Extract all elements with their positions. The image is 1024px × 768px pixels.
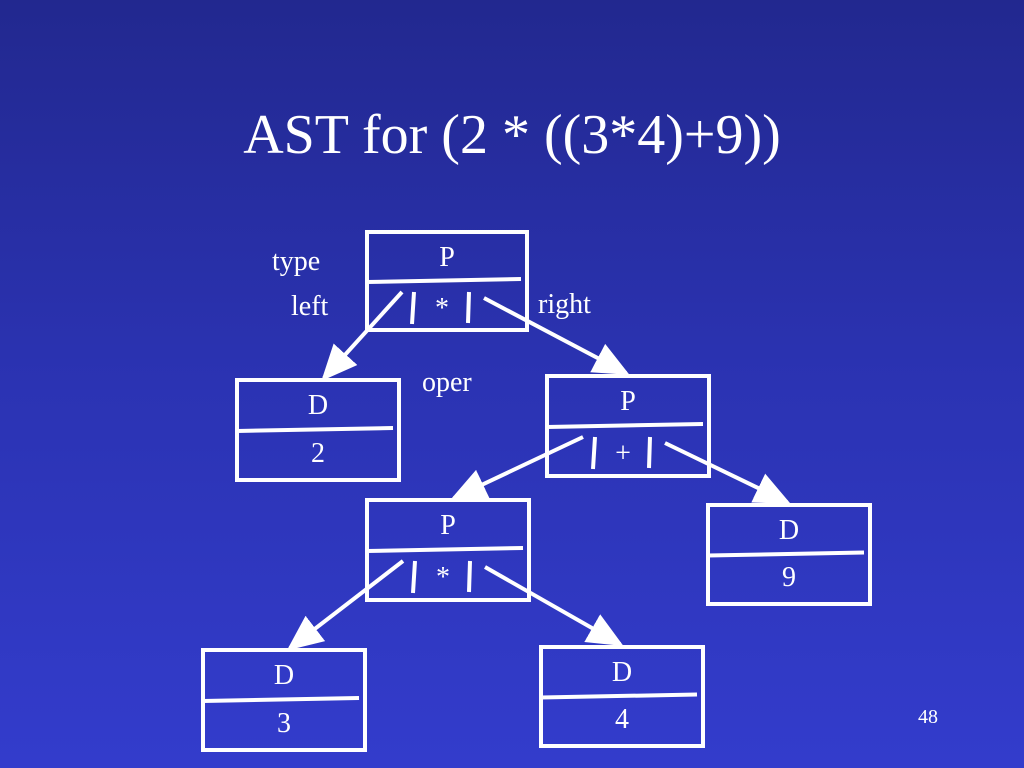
node-divider: [366, 546, 524, 553]
node-value-text: 2: [311, 438, 325, 469]
node-divider: [202, 696, 360, 703]
type-label: type: [272, 246, 321, 277]
node-type-text: P: [439, 242, 455, 273]
ast-node: P+: [545, 374, 711, 478]
ast-node: D3: [201, 648, 367, 752]
node-divider: [366, 277, 522, 284]
slide-title: AST for (2 * ((3*4)+9)): [243, 104, 781, 166]
node-operator-text: *: [436, 562, 450, 593]
ast-node: P*: [365, 230, 529, 332]
node-type-text: P: [620, 386, 636, 417]
node-type-text: D: [612, 657, 632, 688]
ast-node: P*: [365, 498, 531, 602]
node-type-text: P: [440, 510, 456, 541]
field-separator-left: [410, 291, 416, 325]
edge-arrow-left: [286, 559, 405, 651]
node-value-text: 3: [277, 708, 291, 739]
node-type-text: D: [274, 660, 294, 691]
node-value-text: 4: [615, 704, 629, 735]
edge-arrow-left: [321, 290, 404, 381]
slide-number: 48: [918, 706, 938, 728]
oper-label: oper: [422, 367, 472, 398]
edge-arrow-left: [450, 435, 584, 500]
node-type-text: D: [308, 390, 328, 421]
ast-node: D2: [235, 378, 401, 482]
field-separator-right: [466, 291, 471, 324]
field-separator-left: [411, 560, 417, 594]
node-operator-text: +: [615, 438, 631, 469]
node-divider: [707, 550, 865, 558]
node-divider: [540, 692, 698, 700]
right-label: right: [538, 289, 591, 320]
field-separator-right: [467, 560, 472, 593]
left-label: left: [291, 291, 329, 322]
node-type-text: D: [779, 515, 799, 546]
edge-arrow-right: [483, 296, 630, 375]
node-operator-text: *: [435, 293, 449, 324]
ast-node: D4: [539, 645, 705, 748]
node-value-text: 9: [782, 562, 796, 593]
field-separator-right: [647, 436, 652, 469]
ast-node: D9: [706, 503, 872, 606]
edges-layer: [286, 290, 791, 651]
node-divider: [236, 426, 394, 433]
edge-arrow-right: [664, 441, 791, 504]
field-separator-left: [591, 436, 597, 470]
edge-arrow-right: [484, 565, 624, 646]
node-divider: [546, 422, 704, 429]
